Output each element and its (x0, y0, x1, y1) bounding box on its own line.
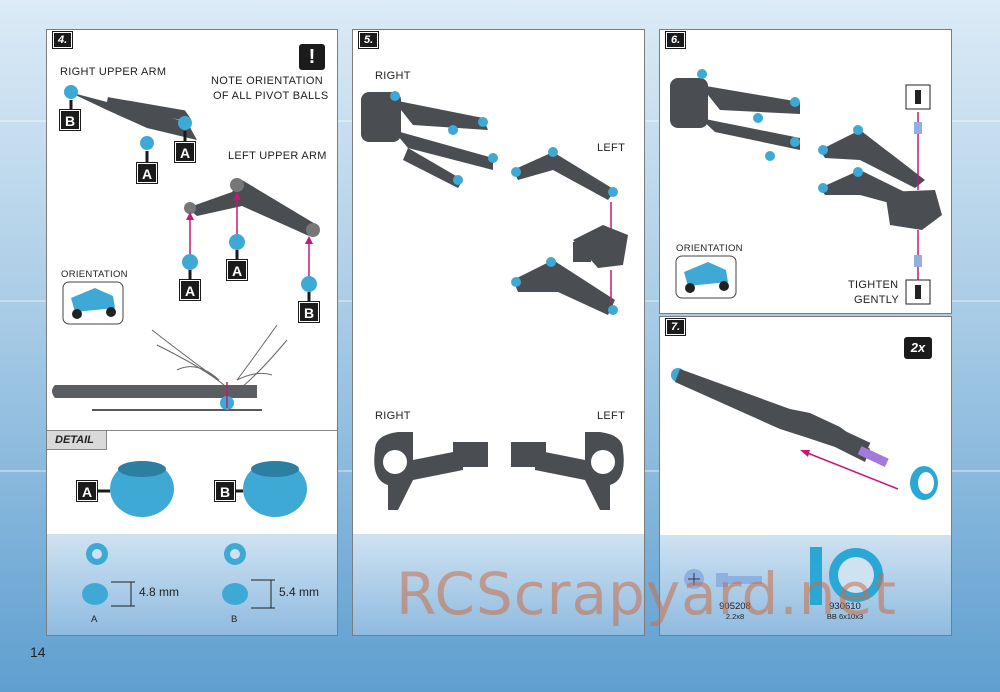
step-badge: 6. (664, 31, 687, 49)
hardware-drawing (684, 547, 883, 605)
note-line-1: NOTE ORIENTATION (211, 75, 323, 87)
detail-label: DETAIL (47, 431, 107, 450)
step-5-panel: 5. RIGHT LEFT RIGHT LEFT (352, 29, 645, 636)
tighten-label: TIGHTEN (848, 279, 899, 291)
watermark: RCScrapyard.net (396, 560, 897, 628)
orientation-label: ORIENTATION (61, 269, 128, 280)
pivot-ball-a-size: 4.8 mm (139, 585, 180, 599)
exclamation-icon: ! (299, 44, 325, 70)
tag-b: B (298, 301, 320, 323)
step-badge: 4. (51, 31, 74, 49)
right-label: RIGHT (375, 70, 411, 82)
gently-label: GENTLY (854, 294, 899, 306)
orientation-label: ORIENTATION (676, 243, 743, 254)
right-label: RIGHT (375, 410, 411, 422)
pivot-ball-b-label: B (231, 614, 238, 625)
detail-section: DETAIL A B (47, 430, 337, 536)
note-line-2: OF ALL PIVOT BALLS (213, 90, 329, 102)
step-7-parts-strip: 905208 2.2x8 930610 BB 6x10x3 (660, 535, 951, 635)
pivot-ball-parts-drawing (82, 543, 275, 609)
part-905208: 905208 2.2x8 (700, 601, 770, 621)
tag-a: A (174, 141, 196, 163)
right-upper-arm-label: RIGHT UPPER ARM (60, 66, 167, 78)
part-desc: 2.2x8 (725, 612, 745, 621)
step-6-panel: 6. ORIENTATION TIGHTEN GENTLY (659, 29, 952, 314)
step-badge: 5. (357, 31, 380, 49)
tag-a: A (179, 279, 201, 301)
quantity-badge: 2x (904, 337, 932, 359)
step-4-panel: 4. RIGHT UPPER ARM ! NOTE ORIENTATION OF… (46, 29, 338, 636)
part-code: 930610 (829, 601, 861, 612)
right-upper-arm-drawing (52, 85, 320, 411)
step-5-parts-strip (353, 534, 644, 635)
left-upper-arm-label: LEFT UPPER ARM (228, 150, 327, 162)
pivot-ball-b-size: 5.4 mm (279, 585, 320, 599)
tag-a: A (136, 162, 158, 184)
page-number: 14 (30, 644, 46, 660)
pivot-ball-a-label: A (91, 614, 98, 625)
tag-b: B (214, 480, 236, 502)
driveshaft-drawing (671, 368, 938, 500)
tag-b: B (59, 109, 81, 131)
part-desc: BB 6x10x3 (826, 612, 864, 621)
knuckle-install-drawing (670, 69, 942, 305)
step-badge: 7. (664, 318, 687, 336)
left-label: LEFT (597, 142, 626, 154)
step-4-parts-strip: 4.8 mm 5.4 mm A B (47, 534, 337, 635)
tag-a: A (226, 259, 248, 281)
knuckle-assembly-drawing (361, 91, 628, 510)
tag-a: A (76, 480, 98, 502)
left-label: LEFT (597, 410, 626, 422)
part-code: 905208 (719, 601, 751, 612)
pivot-ball-detail-drawing (87, 461, 307, 517)
step-7-panel: 7. 2x 905208 2.2x8 930610 BB 6x10x3 (659, 316, 952, 636)
part-930610: 930610 BB 6x10x3 (810, 601, 880, 621)
